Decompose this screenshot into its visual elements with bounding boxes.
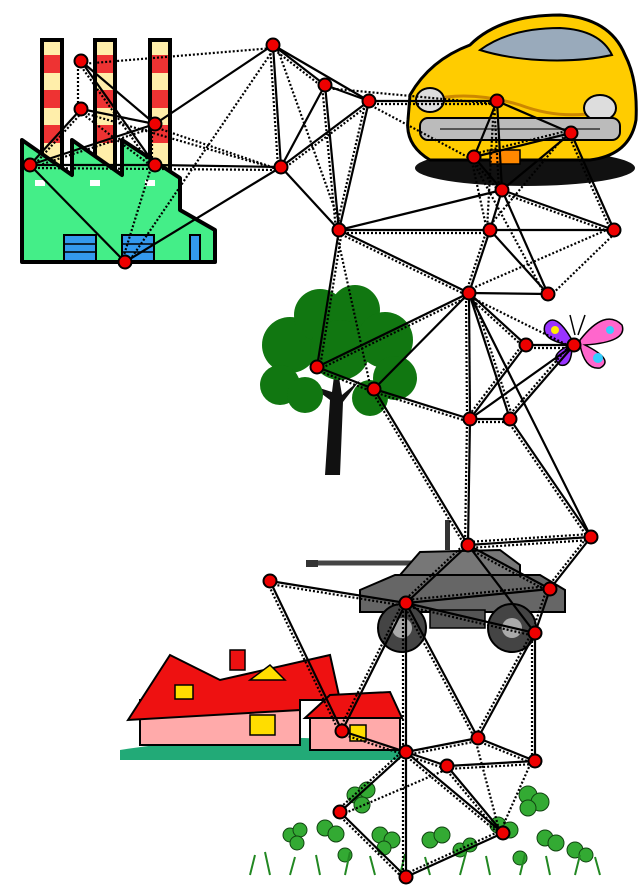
solid-edge [510,345,574,419]
network-node [544,583,557,596]
solid-edge [550,537,591,589]
network-node [608,224,621,237]
tank-icon [306,520,565,652]
clover-field-icon [250,782,600,875]
solid-edge [155,45,273,124]
network-node [264,575,277,588]
network-node [529,627,542,640]
network-node [504,413,517,426]
solid-edge [470,345,574,419]
network-node [441,760,454,773]
network-node [463,287,476,300]
dotted-edge [336,100,366,229]
network-node [468,151,481,164]
network-node [363,95,376,108]
solid-edge [490,230,548,294]
solid-edge [469,293,591,537]
network-node [368,383,381,396]
network-node [336,725,349,738]
dotted-edge [477,741,534,764]
solid-edge [447,761,535,766]
dotted-edge [465,419,467,545]
network-node [267,39,280,52]
network-node [585,531,598,544]
solid-edge [406,738,478,752]
solid-edge [447,766,503,833]
network-node [542,288,555,301]
butterfly-icon [544,315,622,368]
dotted-edge [407,741,479,755]
network-node [400,746,413,759]
network-node [529,755,542,768]
network-node [400,597,413,610]
network-node [319,79,332,92]
network-node [334,806,347,819]
chimney [42,40,62,170]
network-node [520,339,533,352]
network-node [311,361,324,374]
tree-icon [260,285,417,475]
dotted-edge [271,47,323,87]
solid-edge [325,85,339,230]
solid-edge [470,345,526,419]
solid-edge [273,45,325,85]
solid-edge [469,293,470,419]
network-node [464,413,477,426]
solid-edge [468,419,470,545]
solid-edge [340,752,406,812]
network-node [149,159,162,172]
solid-edge [502,190,614,230]
solid-edge [502,190,548,294]
dotted-edge [468,343,524,417]
network-node [75,103,88,116]
factory-icon [22,40,215,262]
dotted-edge [405,830,502,874]
network-node [119,256,132,269]
house-icon [120,650,402,760]
solid-edge [339,190,502,230]
network-node [149,118,162,131]
dotted-edge [550,232,616,296]
network-node [565,127,578,140]
network-node [333,224,346,237]
dotted-edge [466,293,467,419]
network-node [75,55,88,68]
solid-edge [81,61,155,165]
network-node [491,95,504,108]
solid-edge [469,230,490,293]
solid-edge [339,230,469,293]
solid-edge [374,389,468,545]
dotted-edge [508,421,589,539]
network-node [496,184,509,197]
network-node [484,224,497,237]
network-node [462,539,475,552]
chimney [150,40,170,170]
network-node [497,827,510,840]
network-node [275,161,288,174]
solid-edge [469,293,548,294]
solid-edge [510,419,591,537]
network-node [400,871,413,884]
network-node [568,339,581,352]
network-node [24,159,37,172]
network-node [472,732,485,745]
solid-edge [478,738,535,761]
